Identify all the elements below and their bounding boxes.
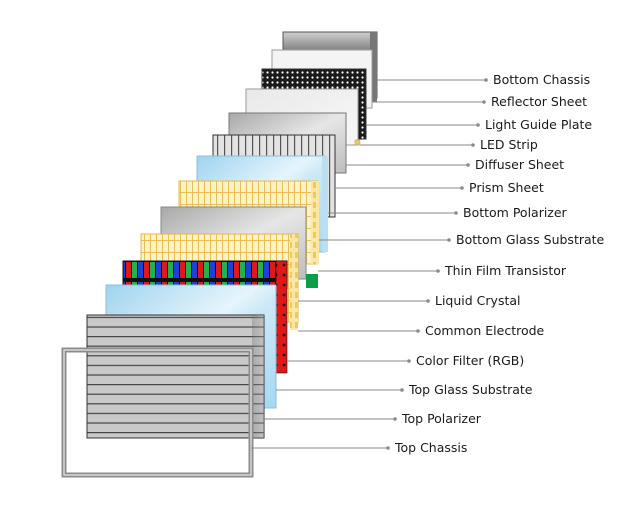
- layer-top-polarizer: [86, 314, 265, 439]
- label-light-guide-plate: Light Guide Plate: [485, 117, 592, 132]
- layer-top-chassis: [61, 347, 254, 478]
- label-reflector-sheet: Reflector Sheet: [491, 94, 587, 109]
- label-led-strip: LED Strip: [480, 137, 538, 152]
- label-bottom-chassis: Bottom Chassis: [493, 72, 590, 87]
- leader-lines: [251, 78, 488, 450]
- label-common-electrode: Common Electrode: [425, 323, 545, 338]
- label-prism-sheet: Prism Sheet: [469, 180, 544, 195]
- label-color-filter: Color Filter (RGB): [416, 353, 524, 368]
- label-top-glass-substrate: Top Glass Substrate: [408, 382, 533, 397]
- label-bottom-glass-substrate: Bottom Glass Substrate: [456, 232, 605, 247]
- label-diffuser-sheet: Diffuser Sheet: [475, 157, 564, 172]
- label-top-polarizer: Top Polarizer: [401, 411, 482, 426]
- label-bottom-polarizer: Bottom Polarizer: [463, 205, 568, 220]
- label-thin-film-transistor: Thin Film Transistor: [444, 263, 567, 278]
- label-top-chassis: Top Chassis: [394, 440, 467, 455]
- label-liquid-crystal: Liquid Crystal: [435, 293, 521, 308]
